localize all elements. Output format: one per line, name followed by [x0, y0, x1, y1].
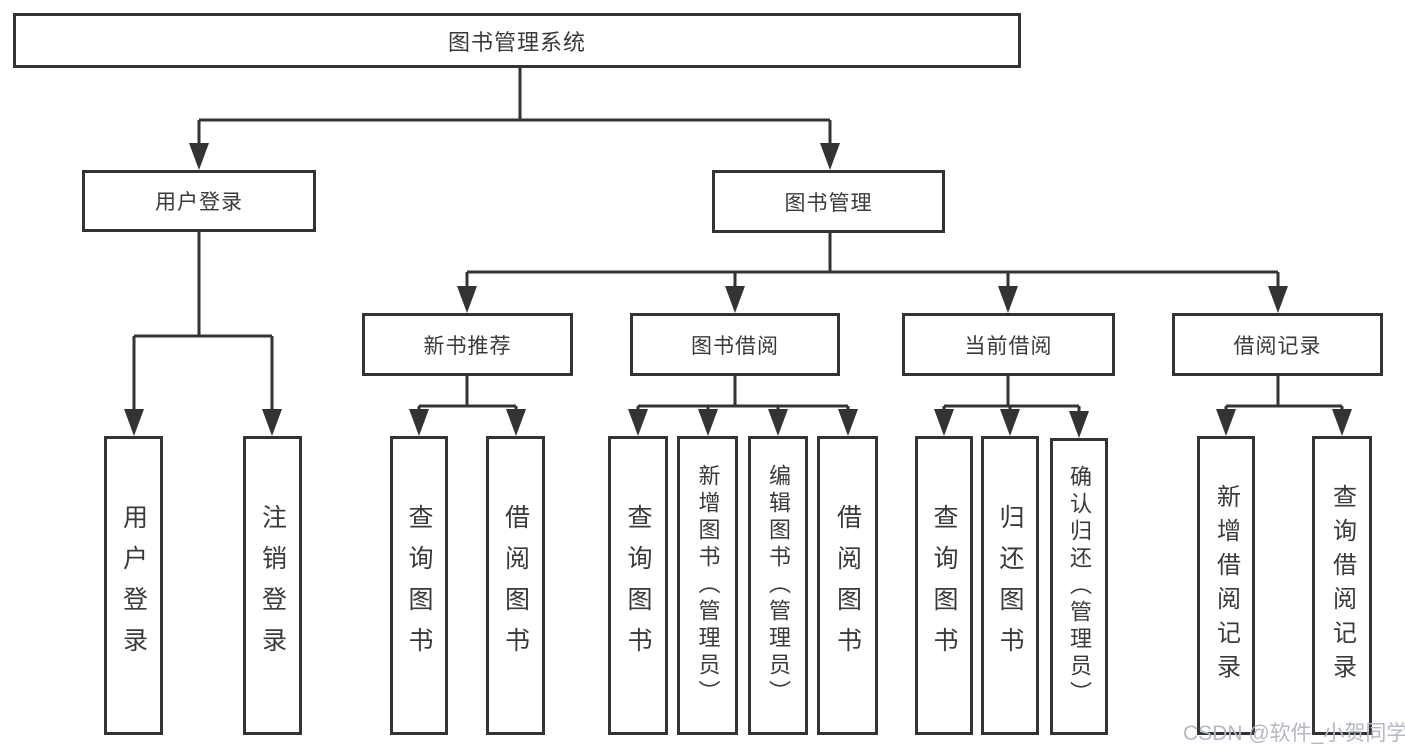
connector-borrow-records-to-leaves [1216, 376, 1352, 436]
leaf-edit-books-admin: 编辑图书（管理员） [748, 436, 808, 735]
leaf-query-books-1: 查询图书 [390, 436, 448, 735]
node-book-borrowing-label: 图书借阅 [691, 334, 779, 358]
node-book-borrowing: 图书借阅 [630, 313, 840, 376]
node-borrowing-records: 借阅记录 [1172, 313, 1383, 376]
csdn-watermark: CSDN @软件_小贺同学 [1183, 722, 1405, 745]
node-borrowing-records-label: 借阅记录 [1233, 334, 1322, 358]
leaf-return-books-label: 归还图书 [996, 503, 1024, 668]
node-user-login: 用户登录 [82, 170, 316, 232]
node-current-borrowing: 当前借阅 [902, 313, 1115, 376]
connector-new-books-to-leaves [409, 376, 526, 436]
leaf-borrow-books-2-label: 借阅图书 [833, 503, 862, 668]
connector-user-login-to-leaves [124, 232, 282, 436]
node-user-login-label: 用户登录 [155, 191, 243, 214]
leaf-query-books-1-label: 查询图书 [405, 503, 433, 668]
leaf-edit-books-admin-label: 编辑图书（管理员） [766, 464, 791, 707]
connector-root-to-level1 [189, 68, 840, 170]
node-root-label: 图书管理系统 [447, 29, 586, 55]
leaf-user-login: 用户登录 [104, 436, 163, 735]
node-current-borrowing-label: 当前借阅 [964, 334, 1053, 358]
leaf-borrow-books-2: 借阅图书 [817, 436, 878, 735]
leaf-query-borrow-record-label: 查询借阅记录 [1328, 483, 1356, 688]
connector-current-borrow-to-leaves [934, 376, 1089, 438]
leaf-query-books-3-label: 查询图书 [930, 503, 958, 668]
leaf-borrow-books-1: 借阅图书 [486, 436, 545, 735]
connector-book-borrow-to-leaves [628, 376, 858, 436]
node-new-book-recommend-label: 新书推荐 [423, 334, 512, 358]
leaf-add-books-admin-label: 新增图书（管理员） [695, 464, 721, 707]
leaf-query-borrow-record: 查询借阅记录 [1312, 436, 1372, 735]
leaf-logout: 注销登录 [243, 436, 302, 735]
leaf-add-borrow-record-label: 新增借阅记录 [1212, 483, 1240, 688]
leaf-borrow-books-1-label: 借阅图书 [501, 503, 530, 668]
leaf-confirm-return-admin-label: 确认归还（管理员） [1067, 465, 1092, 708]
leaf-add-books-admin: 新增图书（管理员） [677, 436, 738, 735]
node-new-book-recommend: 新书推荐 [362, 313, 573, 376]
leaf-add-borrow-record: 新增借阅记录 [1197, 436, 1255, 735]
leaf-logout-label: 注销登录 [258, 503, 287, 668]
leaf-query-books-2-label: 查询图书 [624, 503, 652, 668]
leaf-query-books-2: 查询图书 [608, 436, 668, 735]
node-root-system: 图书管理系统 [13, 13, 1021, 68]
leaf-confirm-return-admin: 确认归还（管理员） [1050, 438, 1108, 735]
leaf-return-books: 归还图书 [981, 436, 1039, 735]
node-book-management: 图书管理 [712, 170, 945, 233]
node-book-management-label: 图书管理 [784, 191, 873, 215]
connector-book-mgmt-to-level2 [457, 233, 1288, 313]
leaf-query-books-3: 查询图书 [915, 436, 973, 735]
leaf-user-login-label: 用户登录 [119, 503, 148, 668]
